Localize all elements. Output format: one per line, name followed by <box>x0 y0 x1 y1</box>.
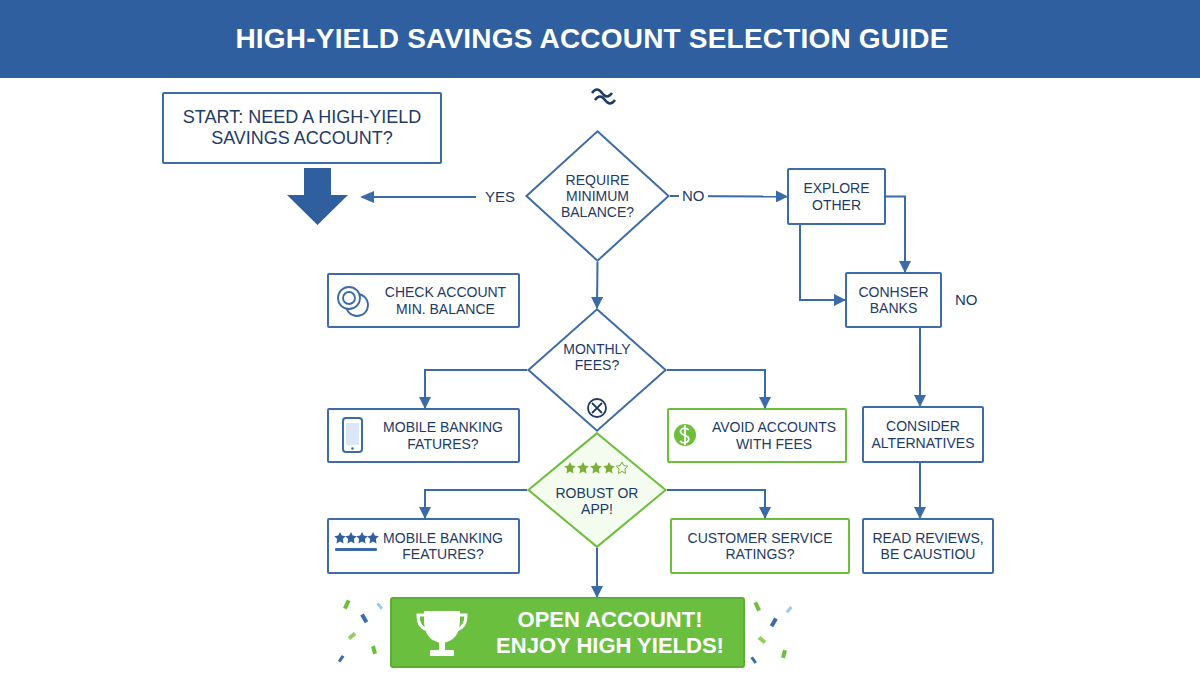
dollar-badge <box>674 424 696 446</box>
confetti-piece <box>786 606 793 613</box>
phone-icon <box>343 418 362 452</box>
confetti-piece <box>348 632 357 640</box>
confetti-piece <box>376 602 383 609</box>
decision-diamond: REQUIRE MINIMUM BALANCE? <box>525 130 670 262</box>
question-box: CUSTOMER SERVICE RATINGS? <box>670 518 850 574</box>
question-box: MOBILE BANKING FEATURES? <box>327 518 520 574</box>
node-text: CONHSER BANKS <box>851 284 936 316</box>
confetti-piece <box>781 650 787 659</box>
rating-stars <box>564 462 627 473</box>
flow-connector <box>425 370 527 408</box>
node-text: REQUIRE MINIMUM BALANCE? <box>553 172 643 220</box>
trophy-icon <box>418 611 466 656</box>
coin-rim <box>343 292 355 304</box>
flow-connector <box>667 370 765 408</box>
star <box>564 462 575 473</box>
node-text: AVOID ACCOUNTS WITH FEES <box>707 419 841 451</box>
flow-connector <box>596 548 598 597</box>
end-box: OPEN ACCOUNT! ENJOY HIGH YIELDS! <box>390 597 745 668</box>
edge-label: NO <box>679 187 708 205</box>
node-text: ROBUST OR APP! <box>551 463 643 517</box>
star <box>590 462 601 473</box>
node-text: OPEN ACCOUNT! ENJOY HIGH YIELDS! <box>487 607 733 658</box>
process-box: CONHSER BANKS <box>845 272 942 328</box>
trophy-cup <box>424 611 460 643</box>
flow-connector <box>886 197 905 273</box>
node-text: CONSIDER ALTERNATIVES <box>866 418 980 450</box>
star <box>356 532 367 543</box>
cancel-circle <box>588 399 606 417</box>
flow-connector <box>800 225 845 300</box>
diamond-shape <box>528 309 665 431</box>
confetti-piece <box>371 646 377 655</box>
cancel-symbol <box>588 399 606 417</box>
phone-screen <box>346 423 359 445</box>
trophy-handle <box>418 615 428 630</box>
star <box>603 462 614 473</box>
node-text: MOBILE BANKING FATURES? <box>374 419 512 451</box>
flow-connector <box>919 463 921 518</box>
question-box: MOBILE BANKING FATURES? <box>327 408 520 463</box>
process-box: CHECK ACCOUNT MIN. BALANCE <box>327 273 520 328</box>
confetti-piece <box>758 636 767 644</box>
dollar-sign <box>680 425 689 445</box>
node-text: EXPLORE OTHER <box>793 180 880 212</box>
process-box: CONSIDER ALTERNATIVES <box>862 406 984 463</box>
flow-connector <box>919 328 921 406</box>
node-text: MONTHLY FEES? <box>541 341 653 399</box>
trophy-base <box>430 650 454 656</box>
decision-diamond: ROBUST OR APP! <box>527 432 667 548</box>
dollar-icon <box>674 424 696 446</box>
confetti-piece <box>753 602 760 612</box>
cancel-cross <box>592 403 602 413</box>
coin <box>346 294 368 316</box>
star <box>334 532 345 543</box>
big-down-arrow <box>287 168 348 225</box>
phone-button <box>351 447 354 450</box>
trophy-handle <box>456 615 466 630</box>
coin-icon <box>338 287 368 316</box>
squiggle-ornament <box>592 90 615 104</box>
rating-bar <box>335 548 377 551</box>
action-box: AVOID ACCOUNTS WITH FEES <box>667 408 847 463</box>
star <box>367 532 378 543</box>
confetti-piece <box>343 600 350 610</box>
node-text: CHECK ACCOUNT MIN. BALANCE <box>379 284 512 316</box>
flow-connector <box>425 490 527 518</box>
confetti-piece <box>338 655 344 662</box>
flow-connector <box>667 490 765 518</box>
star-outline <box>616 462 627 473</box>
node-text: START: NEED A HIGH-YIELD SAVINGS ACCOUNT… <box>170 107 434 148</box>
node-text: MOBILE BANKING FEATURES? <box>374 530 512 562</box>
trophy-stem <box>439 642 445 650</box>
decision-diamond: MONTHLY FEES? <box>527 308 667 432</box>
phone-body <box>343 418 362 452</box>
yes-arrow-head <box>360 191 374 203</box>
branch-label: YES <box>482 188 518 206</box>
title-text: HIGH-YIELD SAVINGS ACCOUNT SELECTION GUI… <box>235 23 948 55</box>
diamond-shape <box>528 433 665 547</box>
confetti-piece <box>770 618 778 628</box>
confetti-piece <box>360 614 368 624</box>
star <box>345 532 356 543</box>
coin <box>338 287 360 309</box>
diamond-shape <box>526 131 668 260</box>
start-box: START: NEED A HIGH-YIELD SAVINGS ACCOUNT… <box>162 92 442 164</box>
confetti-piece <box>750 656 756 663</box>
star <box>577 462 588 473</box>
branch-label: NO <box>952 291 981 309</box>
title-band: HIGH-YIELD SAVINGS ACCOUNT SELECTION GUI… <box>0 0 1200 78</box>
process-box: READ REVIEWS, BE CAUSTIOU <box>862 518 994 574</box>
node-text: CUSTOMER SERVICE RATINGS? <box>680 530 840 562</box>
flow-connector <box>596 262 599 308</box>
node-text: READ REVIEWS, BE CAUSTIOU <box>867 530 989 562</box>
process-box: EXPLORE OTHER <box>787 168 886 225</box>
feature-stars <box>334 532 378 551</box>
yes-arrow-line <box>372 196 476 198</box>
